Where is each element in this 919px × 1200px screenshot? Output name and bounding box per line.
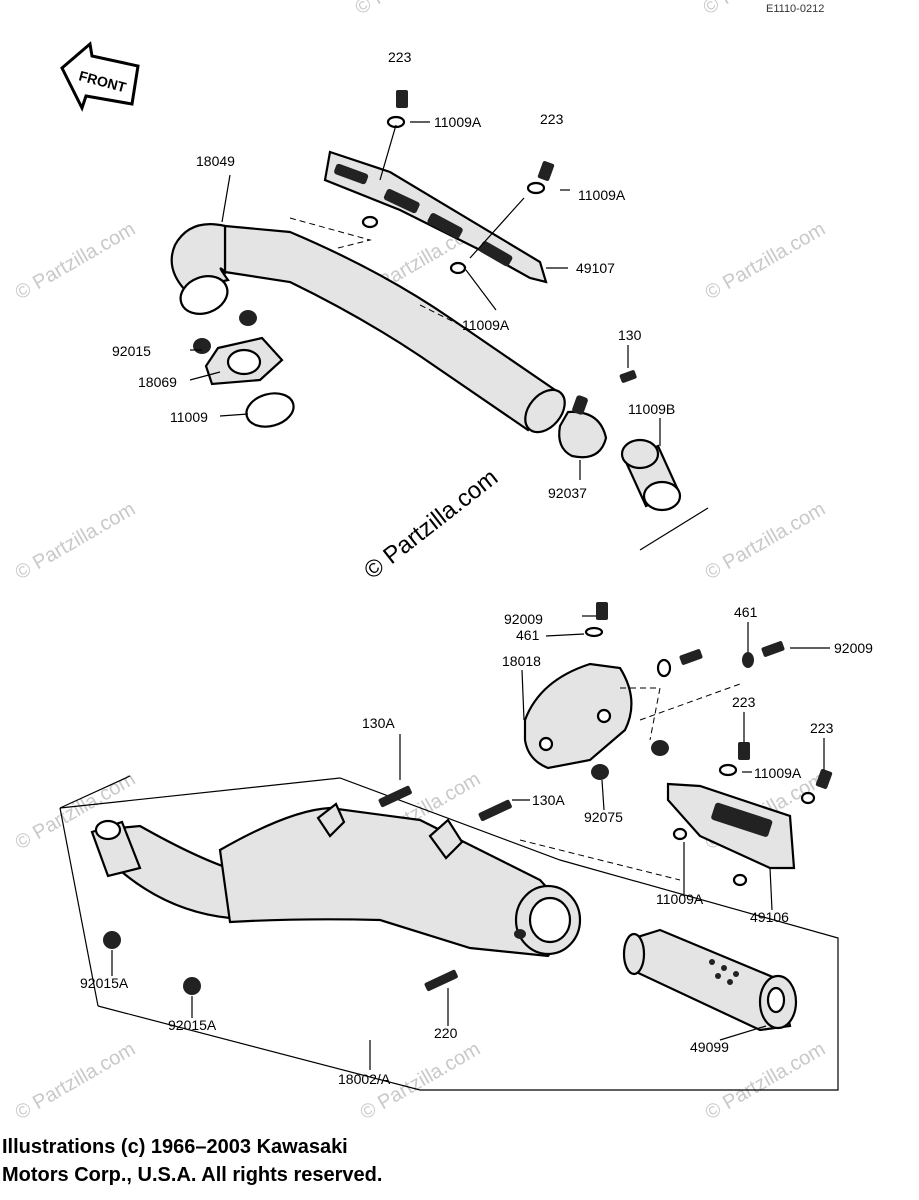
part-label: 18002/A bbox=[338, 1071, 391, 1087]
part-label: 461 bbox=[734, 604, 758, 620]
part-label: 11009A bbox=[754, 765, 802, 781]
watermark-text: © Partzilla.com bbox=[12, 218, 140, 304]
leader-lines-upper bbox=[189, 121, 709, 551]
part-label: 220 bbox=[434, 1025, 458, 1041]
copyright-line-1: Illustrations (c) 1966–2003 Kawasaki bbox=[2, 1136, 348, 1158]
part-label: 49107 bbox=[576, 260, 615, 276]
part-label: 11009B bbox=[628, 401, 675, 417]
watermark-text: © Partzilla.com bbox=[702, 498, 830, 584]
part-label: 11009 bbox=[170, 409, 208, 425]
heat-guard-49106 bbox=[666, 782, 796, 870]
part-label: 223 bbox=[810, 720, 834, 736]
part-label: 18018 bbox=[502, 653, 541, 669]
part-label: 92015A bbox=[168, 1017, 217, 1033]
part-label: 92075 bbox=[584, 809, 623, 825]
hardware-lower bbox=[103, 602, 833, 995]
part-label: 18069 bbox=[138, 374, 177, 390]
watermark-text: © Partzilla.com bbox=[12, 1038, 140, 1124]
part-label: 11009A bbox=[578, 187, 626, 203]
front-arrow: FRONT bbox=[60, 41, 140, 112]
part-label: 223 bbox=[732, 694, 756, 710]
watermark-center: © Partzilla.com bbox=[359, 464, 503, 585]
part-label: 49106 bbox=[750, 909, 789, 925]
part-label: 92009 bbox=[504, 611, 543, 627]
part-label: 49099 bbox=[690, 1039, 729, 1055]
part-label: 223 bbox=[388, 49, 412, 65]
diagram-code: E1110-0212 bbox=[766, 3, 824, 15]
part-label: 461 bbox=[516, 627, 540, 643]
leader-lines-lower bbox=[59, 615, 830, 1070]
watermark-text: © Partzilla.com bbox=[12, 498, 140, 584]
part-label: 11009A bbox=[434, 114, 482, 130]
part-label: 11009A bbox=[462, 317, 510, 333]
cover-18018 bbox=[523, 662, 633, 770]
hardware-upper bbox=[193, 90, 682, 512]
part-label: 11009A bbox=[656, 891, 704, 907]
part-label: 130A bbox=[532, 792, 565, 808]
part-label: 130A bbox=[362, 715, 395, 731]
watermark-text: © Partzilla.com bbox=[702, 218, 830, 304]
part-label: 92015 bbox=[112, 343, 151, 359]
spark-arrestor-49099 bbox=[622, 928, 798, 1032]
part-label: 18049 bbox=[196, 153, 235, 169]
part-label: 92015A bbox=[80, 975, 129, 991]
part-label: 223 bbox=[540, 111, 564, 127]
heat-guard-49107 bbox=[323, 150, 548, 284]
watermark-text: © Partzilla.com bbox=[352, 0, 480, 19]
part-labels: 223 11009A 223 11009A 18049 49107 11009A… bbox=[80, 49, 873, 1087]
part-label: 130 bbox=[618, 327, 642, 343]
copyright-line-2: Motors Corp., U.S.A. All rights reserved… bbox=[2, 1164, 383, 1186]
part-label: 92009 bbox=[834, 640, 873, 656]
muffler-18002 bbox=[59, 777, 839, 1091]
header-pipe-18049 bbox=[170, 223, 566, 434]
part-label: 92037 bbox=[548, 485, 587, 501]
